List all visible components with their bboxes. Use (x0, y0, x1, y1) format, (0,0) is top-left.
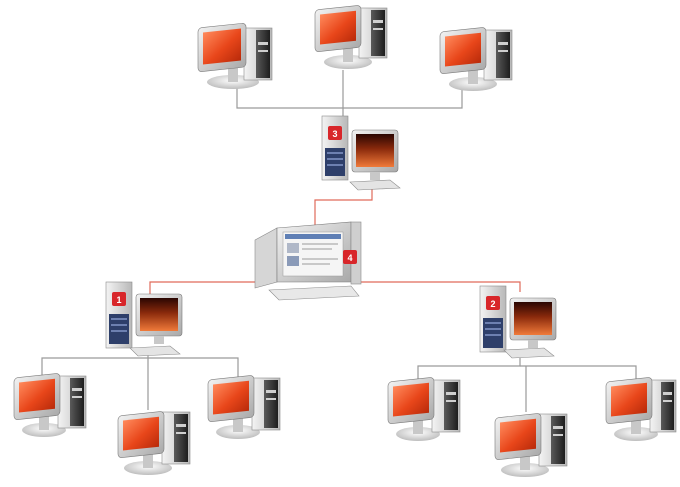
link-server-3-to-main-4 (314, 188, 373, 228)
server-3-badge: 3 (332, 129, 337, 139)
client-computer-bottom-left-b (117, 411, 191, 475)
main-server-4-badge: 4 (347, 253, 352, 263)
client-computer-bottom-right-b (494, 413, 568, 477)
client-computer-top-center (314, 5, 388, 69)
server-computer-2: 2 (479, 285, 557, 359)
server-computer-3: 3 (321, 115, 401, 191)
link-server-1-to-bottom-left-c (148, 357, 239, 378)
server-computer-1: 1 (105, 281, 183, 357)
server-2-badge: 2 (490, 299, 495, 309)
client-computer-bottom-right-c (605, 377, 677, 441)
link-main-4-to-server-1 (149, 281, 272, 296)
client-computer-bottom-left-c (207, 375, 281, 439)
link-server-2-to-bottom-right-c (520, 365, 637, 380)
link-top-left-to-server-3 (236, 88, 463, 109)
client-computer-top-left (197, 23, 273, 89)
server-1-badge: 1 (116, 295, 121, 305)
client-computer-bottom-right-a (387, 377, 461, 441)
main-server-computer-4: 4 (254, 221, 362, 301)
link-main-4-to-server-2 (356, 281, 521, 292)
client-computer-bottom-left-a (13, 373, 87, 437)
client-computer-top-right (439, 27, 513, 91)
link-server-2-bottom-bus (417, 358, 521, 380)
